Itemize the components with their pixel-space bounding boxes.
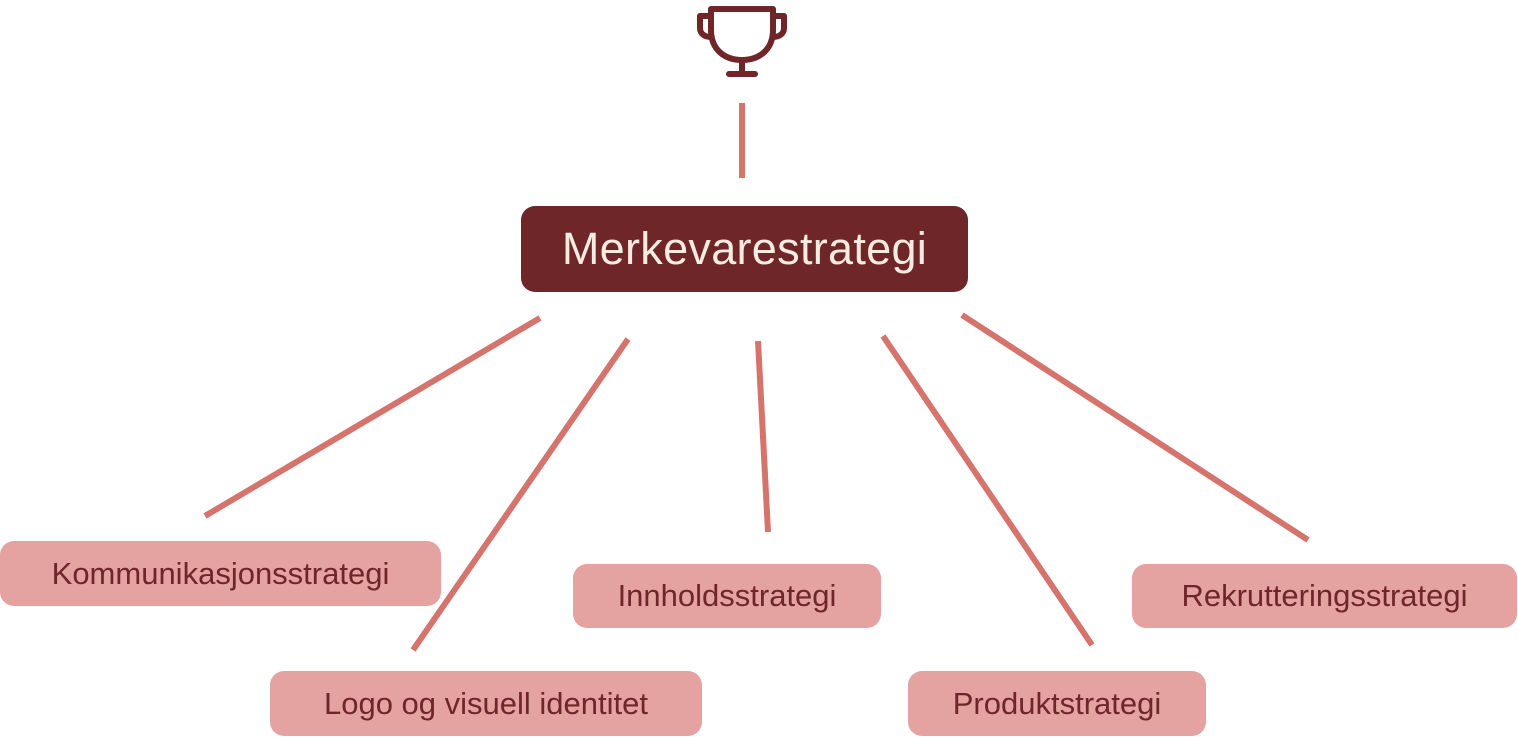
connector-root-rekruttering (960, 312, 1310, 543)
connector-root-logo (410, 337, 631, 652)
child-node-produktstrategi[interactable]: Produktstrategi (908, 671, 1206, 736)
child-node-innholdsstrategi[interactable]: Innholdsstrategi (573, 564, 881, 628)
child-node-label: Kommunikasjonsstrategi (51, 555, 390, 591)
root-node-merkevarestrategi[interactable]: Merkevarestrategi (521, 206, 968, 292)
connector-root-produkt (880, 334, 1095, 647)
child-node-label: Rekrutteringsstrategi (1181, 578, 1468, 613)
child-node-label: Logo og visuell identitet (323, 685, 648, 721)
root-node-label: Merkevarestrategi (561, 223, 928, 274)
child-node-rekrutteringsstrategi[interactable]: Rekrutteringsstrategi (1132, 564, 1517, 628)
trophy-icon (697, 6, 787, 77)
connector-root-kommunikasjon (203, 315, 542, 519)
connector-root-innhold (755, 340, 771, 533)
child-node-logo-og-visuell-identitet[interactable]: Logo og visuell identitet (270, 671, 702, 736)
child-node-kommunikasjonsstrategi[interactable]: Kommunikasjonsstrategi (0, 541, 441, 606)
child-node-label: Produktstrategi (952, 685, 1162, 721)
child-node-label: Innholdsstrategi (617, 578, 837, 613)
